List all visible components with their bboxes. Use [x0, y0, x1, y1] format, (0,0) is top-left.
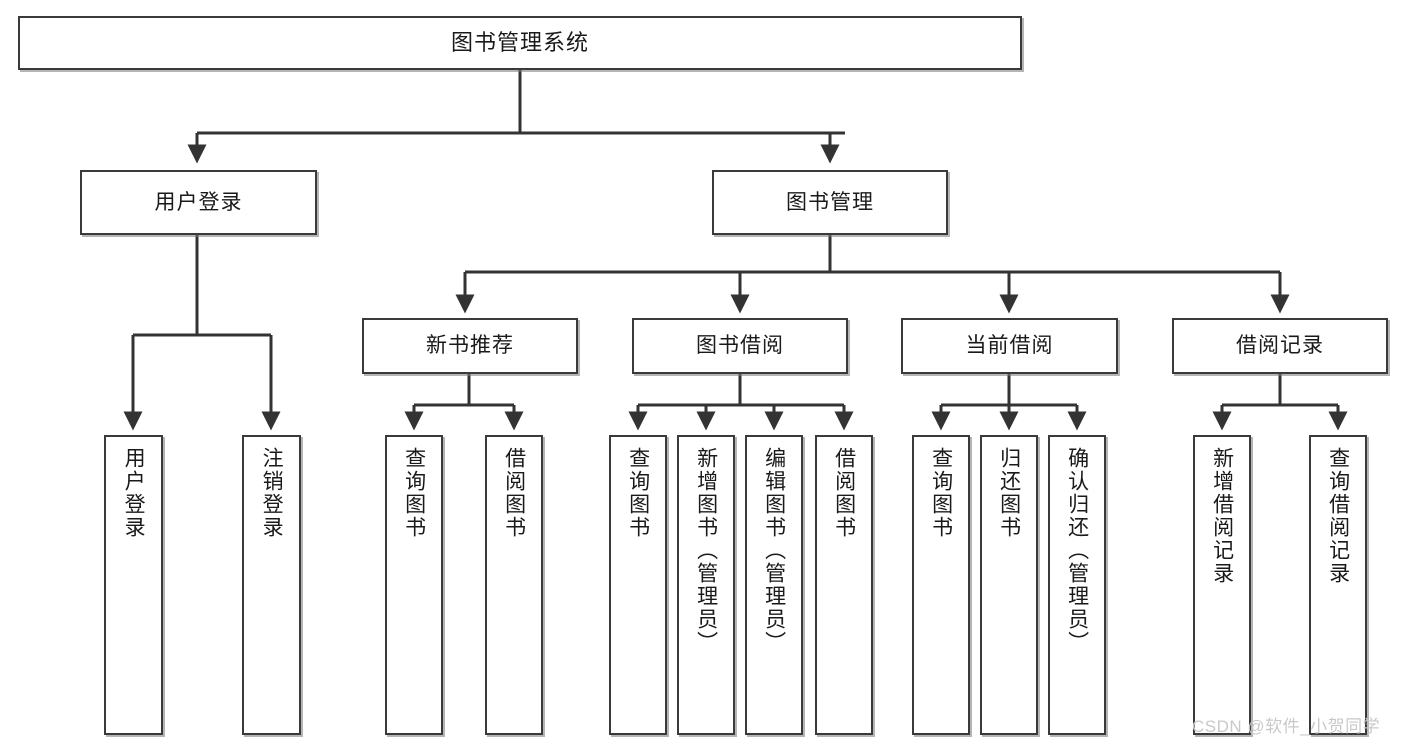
- leaf-query-book-1-label: 查询图书: [402, 447, 426, 539]
- node-root-label: 图书管理系统: [450, 29, 589, 55]
- leaf-edit-book-label: 编辑图书（管理员）: [762, 447, 786, 654]
- leaf-borrow-book-2-label: 借阅图书: [832, 447, 856, 539]
- node-new-book-rec[interactable]: 新书推荐: [362, 318, 578, 374]
- leaf-return-book[interactable]: 归还图书: [980, 435, 1038, 735]
- node-borrow-record-label: 借阅记录: [1236, 334, 1324, 358]
- node-book-manage-label: 图书管理: [786, 190, 874, 214]
- node-book-borrow[interactable]: 图书借阅: [632, 318, 848, 374]
- leaf-query-book-3[interactable]: 查询图书: [912, 435, 970, 735]
- leaf-user-login-label: 用户登录: [122, 447, 146, 539]
- leaf-query-record[interactable]: 查询借阅记录: [1309, 435, 1367, 735]
- csdn-watermark: CSDN @软件_小贺同学: [1192, 717, 1381, 736]
- node-user-login-label: 用户登录: [154, 190, 243, 214]
- node-borrow-record[interactable]: 借阅记录: [1172, 318, 1388, 374]
- node-current-borrow-label: 当前借阅: [965, 334, 1054, 358]
- leaf-return-book-label: 归还图书: [997, 447, 1021, 539]
- leaf-edit-book[interactable]: 编辑图书（管理员）: [745, 435, 803, 735]
- leaf-confirm-return-label: 确认归还（管理员）: [1065, 447, 1089, 654]
- leaf-logout-label: 注销登录: [260, 447, 284, 539]
- leaf-user-login[interactable]: 用户登录: [104, 435, 163, 735]
- leaf-add-book-label: 新增图书（管理员）: [694, 447, 718, 654]
- node-new-book-rec-label: 新书推荐: [426, 334, 514, 358]
- leaf-logout[interactable]: 注销登录: [242, 435, 301, 735]
- leaf-add-book[interactable]: 新增图书（管理员）: [677, 435, 735, 735]
- leaf-borrow-book-1-label: 借阅图书: [502, 447, 526, 539]
- leaf-confirm-return[interactable]: 确认归还（管理员）: [1048, 435, 1106, 735]
- leaf-query-record-label: 查询借阅记录: [1326, 447, 1350, 585]
- node-user-login[interactable]: 用户登录: [80, 170, 317, 235]
- leaf-query-book-1[interactable]: 查询图书: [385, 435, 443, 735]
- leaf-query-book-2-label: 查询图书: [626, 447, 650, 539]
- leaf-borrow-book-1[interactable]: 借阅图书: [485, 435, 543, 735]
- node-book-borrow-label: 图书借阅: [696, 334, 784, 358]
- node-book-manage[interactable]: 图书管理: [712, 170, 948, 235]
- leaf-query-book-3-label: 查询图书: [929, 447, 953, 539]
- node-current-borrow[interactable]: 当前借阅: [901, 318, 1118, 374]
- leaf-borrow-book-2[interactable]: 借阅图书: [815, 435, 873, 735]
- leaf-add-record-label: 新增借阅记录: [1210, 447, 1234, 585]
- leaf-add-record[interactable]: 新增借阅记录: [1193, 435, 1251, 735]
- leaf-query-book-2[interactable]: 查询图书: [609, 435, 667, 735]
- node-root[interactable]: 图书管理系统: [18, 16, 1022, 70]
